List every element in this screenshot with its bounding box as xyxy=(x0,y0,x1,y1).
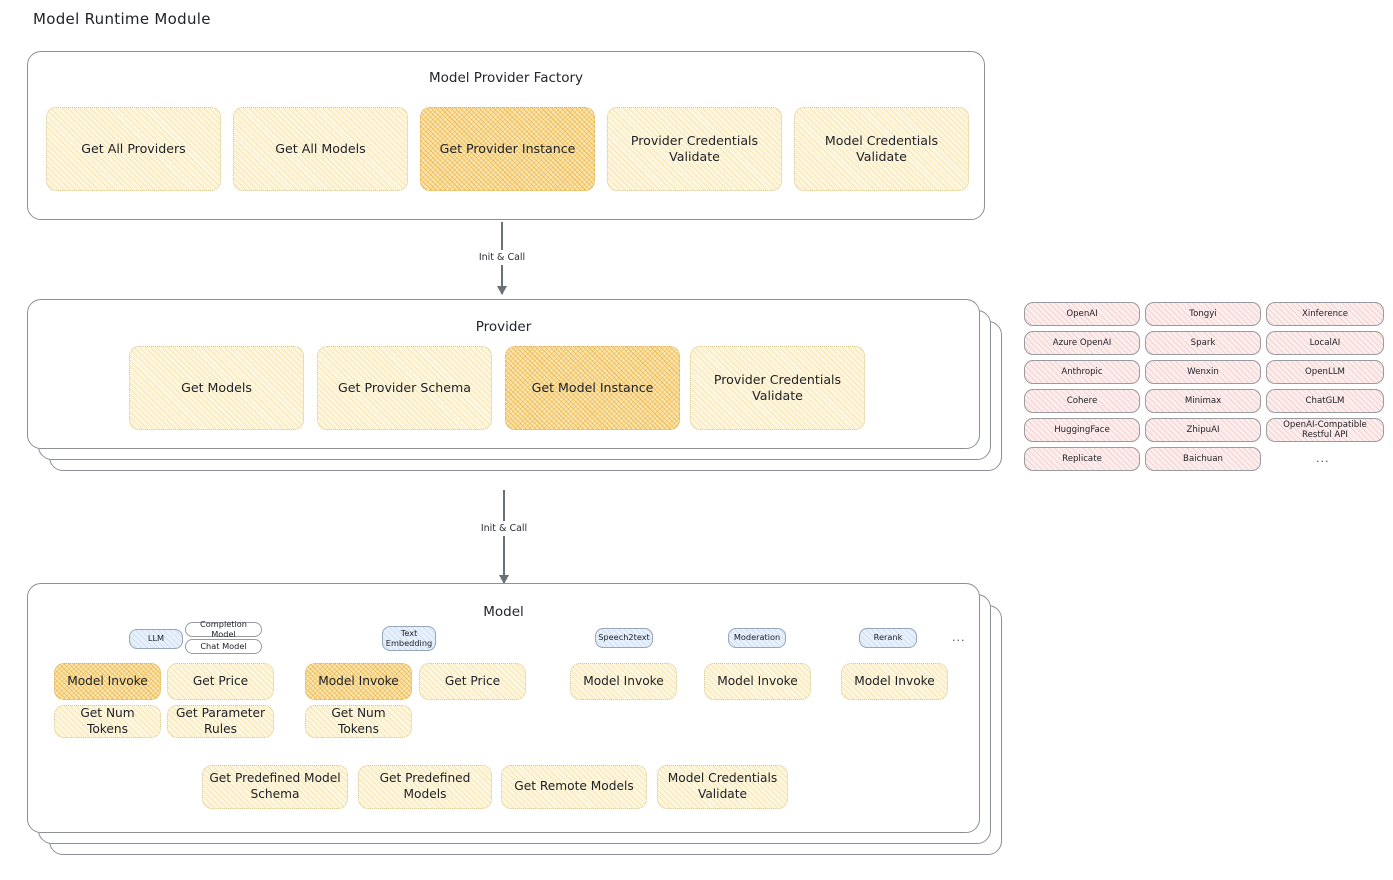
factory-box-provider-credentials-validate[interactable]: Provider Credentials Validate xyxy=(607,107,782,191)
provider-tag-zhipuai[interactable]: ZhipuAI xyxy=(1145,418,1261,442)
arrow-head-icon xyxy=(499,575,509,584)
model-badge-speech2text[interactable]: Speech2text xyxy=(595,628,653,648)
llm-box-model-invoke[interactable]: Model Invoke xyxy=(54,663,161,700)
model-badge-text-embedding[interactable]: Text Embedding xyxy=(382,626,436,651)
llm-box-get-num-tokens[interactable]: Get Num Tokens xyxy=(54,705,161,738)
provider-box-provider-credentials-validate[interactable]: Provider Credentials Validate xyxy=(690,346,865,430)
provider-container: Provider Get Models Get Provider Schema … xyxy=(27,299,1002,471)
provider-tag-openllm[interactable]: OpenLLM xyxy=(1266,360,1384,384)
arrow-provider-to-model: Init & Call xyxy=(460,490,548,584)
model-badge-rerank[interactable]: Rerank xyxy=(859,628,917,648)
model-provider-factory-container: Model Provider Factory Get All Providers… xyxy=(27,51,985,220)
provider-tag-anthropic[interactable]: Anthropic xyxy=(1024,360,1140,384)
moderation-box-model-invoke[interactable]: Model Invoke xyxy=(704,663,811,700)
llm-box-get-price[interactable]: Get Price xyxy=(167,663,274,700)
provider-tag-spark[interactable]: Spark xyxy=(1145,331,1261,355)
provider-tag-openai[interactable]: OpenAI xyxy=(1024,302,1140,326)
model-title: Model xyxy=(483,604,524,620)
provider-tag-openai-compatible-restful-api[interactable]: OpenAI-Compatible Restful API xyxy=(1266,418,1384,442)
text-embedding-box-get-num-tokens[interactable]: Get Num Tokens xyxy=(305,705,412,738)
arrow-factory-to-provider: Init & Call xyxy=(458,222,546,295)
model-box-get-predefined-model-schema[interactable]: Get Predefined Model Schema xyxy=(202,765,348,809)
text-embedding-box-model-invoke[interactable]: Model Invoke xyxy=(305,663,412,700)
model-box-get-remote-models[interactable]: Get Remote Models xyxy=(501,765,647,809)
model-badge-chat-model[interactable]: Chat Model xyxy=(185,639,262,654)
provider-tag-replicate[interactable]: Replicate xyxy=(1024,447,1140,471)
provider-tag-wenxin[interactable]: Wenxin xyxy=(1145,360,1261,384)
llm-box-get-parameter-rules[interactable]: Get Parameter Rules xyxy=(167,705,274,738)
model-provider-factory-title: Model Provider Factory xyxy=(428,70,583,86)
factory-box-get-all-providers[interactable]: Get All Providers xyxy=(46,107,221,191)
provider-list-more-ellipsis: ... xyxy=(1316,452,1330,465)
model-box-get-predefined-models[interactable]: Get Predefined Models xyxy=(358,765,492,809)
model-groups-more-ellipsis: ... xyxy=(952,631,966,644)
arrow-label-init-call: Init & Call xyxy=(473,250,531,265)
arrow-label-init-call: Init & Call xyxy=(475,521,533,536)
provider-box-get-models[interactable]: Get Models xyxy=(129,346,304,430)
model-box-model-credentials-validate[interactable]: Model Credentials Validate xyxy=(657,765,788,809)
model-badge-llm[interactable]: LLM xyxy=(129,629,183,649)
model-badge-moderation[interactable]: Moderation xyxy=(728,628,786,648)
provider-tag-tongyi[interactable]: Tongyi xyxy=(1145,302,1261,326)
provider-tag-azure-openai[interactable]: Azure OpenAI xyxy=(1024,331,1140,355)
text-embedding-box-get-price[interactable]: Get Price xyxy=(419,663,526,700)
provider-tag-minimax[interactable]: Minimax xyxy=(1145,389,1261,413)
provider-tag-cohere[interactable]: Cohere xyxy=(1024,389,1140,413)
page-title: Model Runtime Module xyxy=(33,10,211,28)
factory-box-get-all-models[interactable]: Get All Models xyxy=(233,107,408,191)
provider-tag-chatglm[interactable]: ChatGLM xyxy=(1266,389,1384,413)
factory-box-get-provider-instance[interactable]: Get Provider Instance xyxy=(420,107,595,191)
factory-box-model-credentials-validate[interactable]: Model Credentials Validate xyxy=(794,107,969,191)
model-badge-completion-model[interactable]: Completion Model xyxy=(185,619,262,638)
provider-box-get-model-instance[interactable]: Get Model Instance xyxy=(505,346,680,430)
provider-list: OpenAI Azure OpenAI Anthropic Cohere Hug… xyxy=(1024,300,1384,480)
provider-tag-baichuan[interactable]: Baichuan xyxy=(1145,447,1261,471)
speech2text-box-model-invoke[interactable]: Model Invoke xyxy=(570,663,677,700)
provider-tag-huggingface[interactable]: HuggingFace xyxy=(1024,418,1140,442)
arrow-head-icon xyxy=(497,286,507,295)
model-container: Model LLM Completion Model Chat Model Mo… xyxy=(27,583,1002,855)
provider-tag-xinference[interactable]: Xinference xyxy=(1266,302,1384,326)
provider-title: Provider xyxy=(475,319,532,335)
provider-tag-localai[interactable]: LocalAI xyxy=(1266,331,1384,355)
provider-box-get-provider-schema[interactable]: Get Provider Schema xyxy=(317,346,492,430)
arrow-line xyxy=(503,490,505,583)
rerank-box-model-invoke[interactable]: Model Invoke xyxy=(841,663,948,700)
